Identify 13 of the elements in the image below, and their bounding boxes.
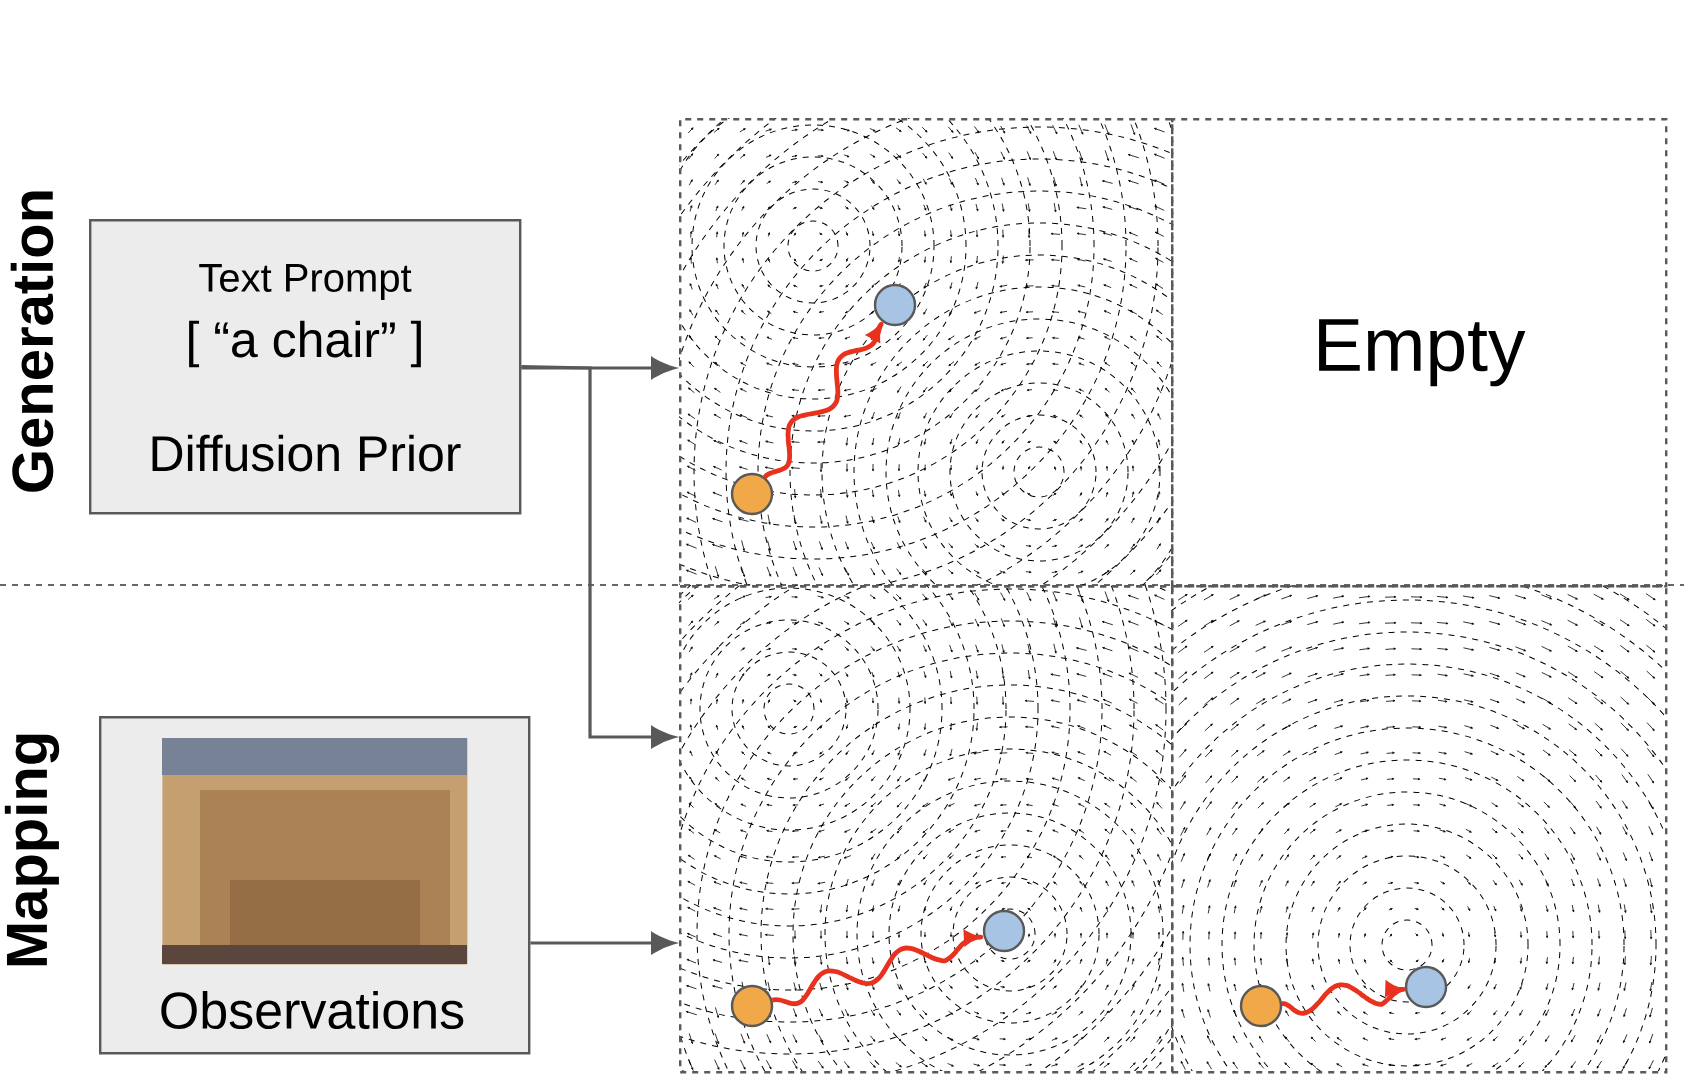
text-box: Text Prompt [ “a chair” ] Diffusion Prior xyxy=(89,219,522,515)
path-arrow xyxy=(762,322,884,479)
field-panel: Empty xyxy=(1171,118,1668,588)
point-circle xyxy=(730,472,774,516)
point-circle xyxy=(1404,965,1448,1009)
path-arrow xyxy=(771,930,983,1007)
path-arrow xyxy=(1281,981,1406,1016)
row-label: Mapping xyxy=(4,734,60,966)
chair-photo xyxy=(162,738,468,965)
point-circle xyxy=(1239,984,1283,1028)
point-circle xyxy=(982,909,1026,953)
point-circle xyxy=(730,984,774,1028)
point-circle xyxy=(873,283,917,327)
